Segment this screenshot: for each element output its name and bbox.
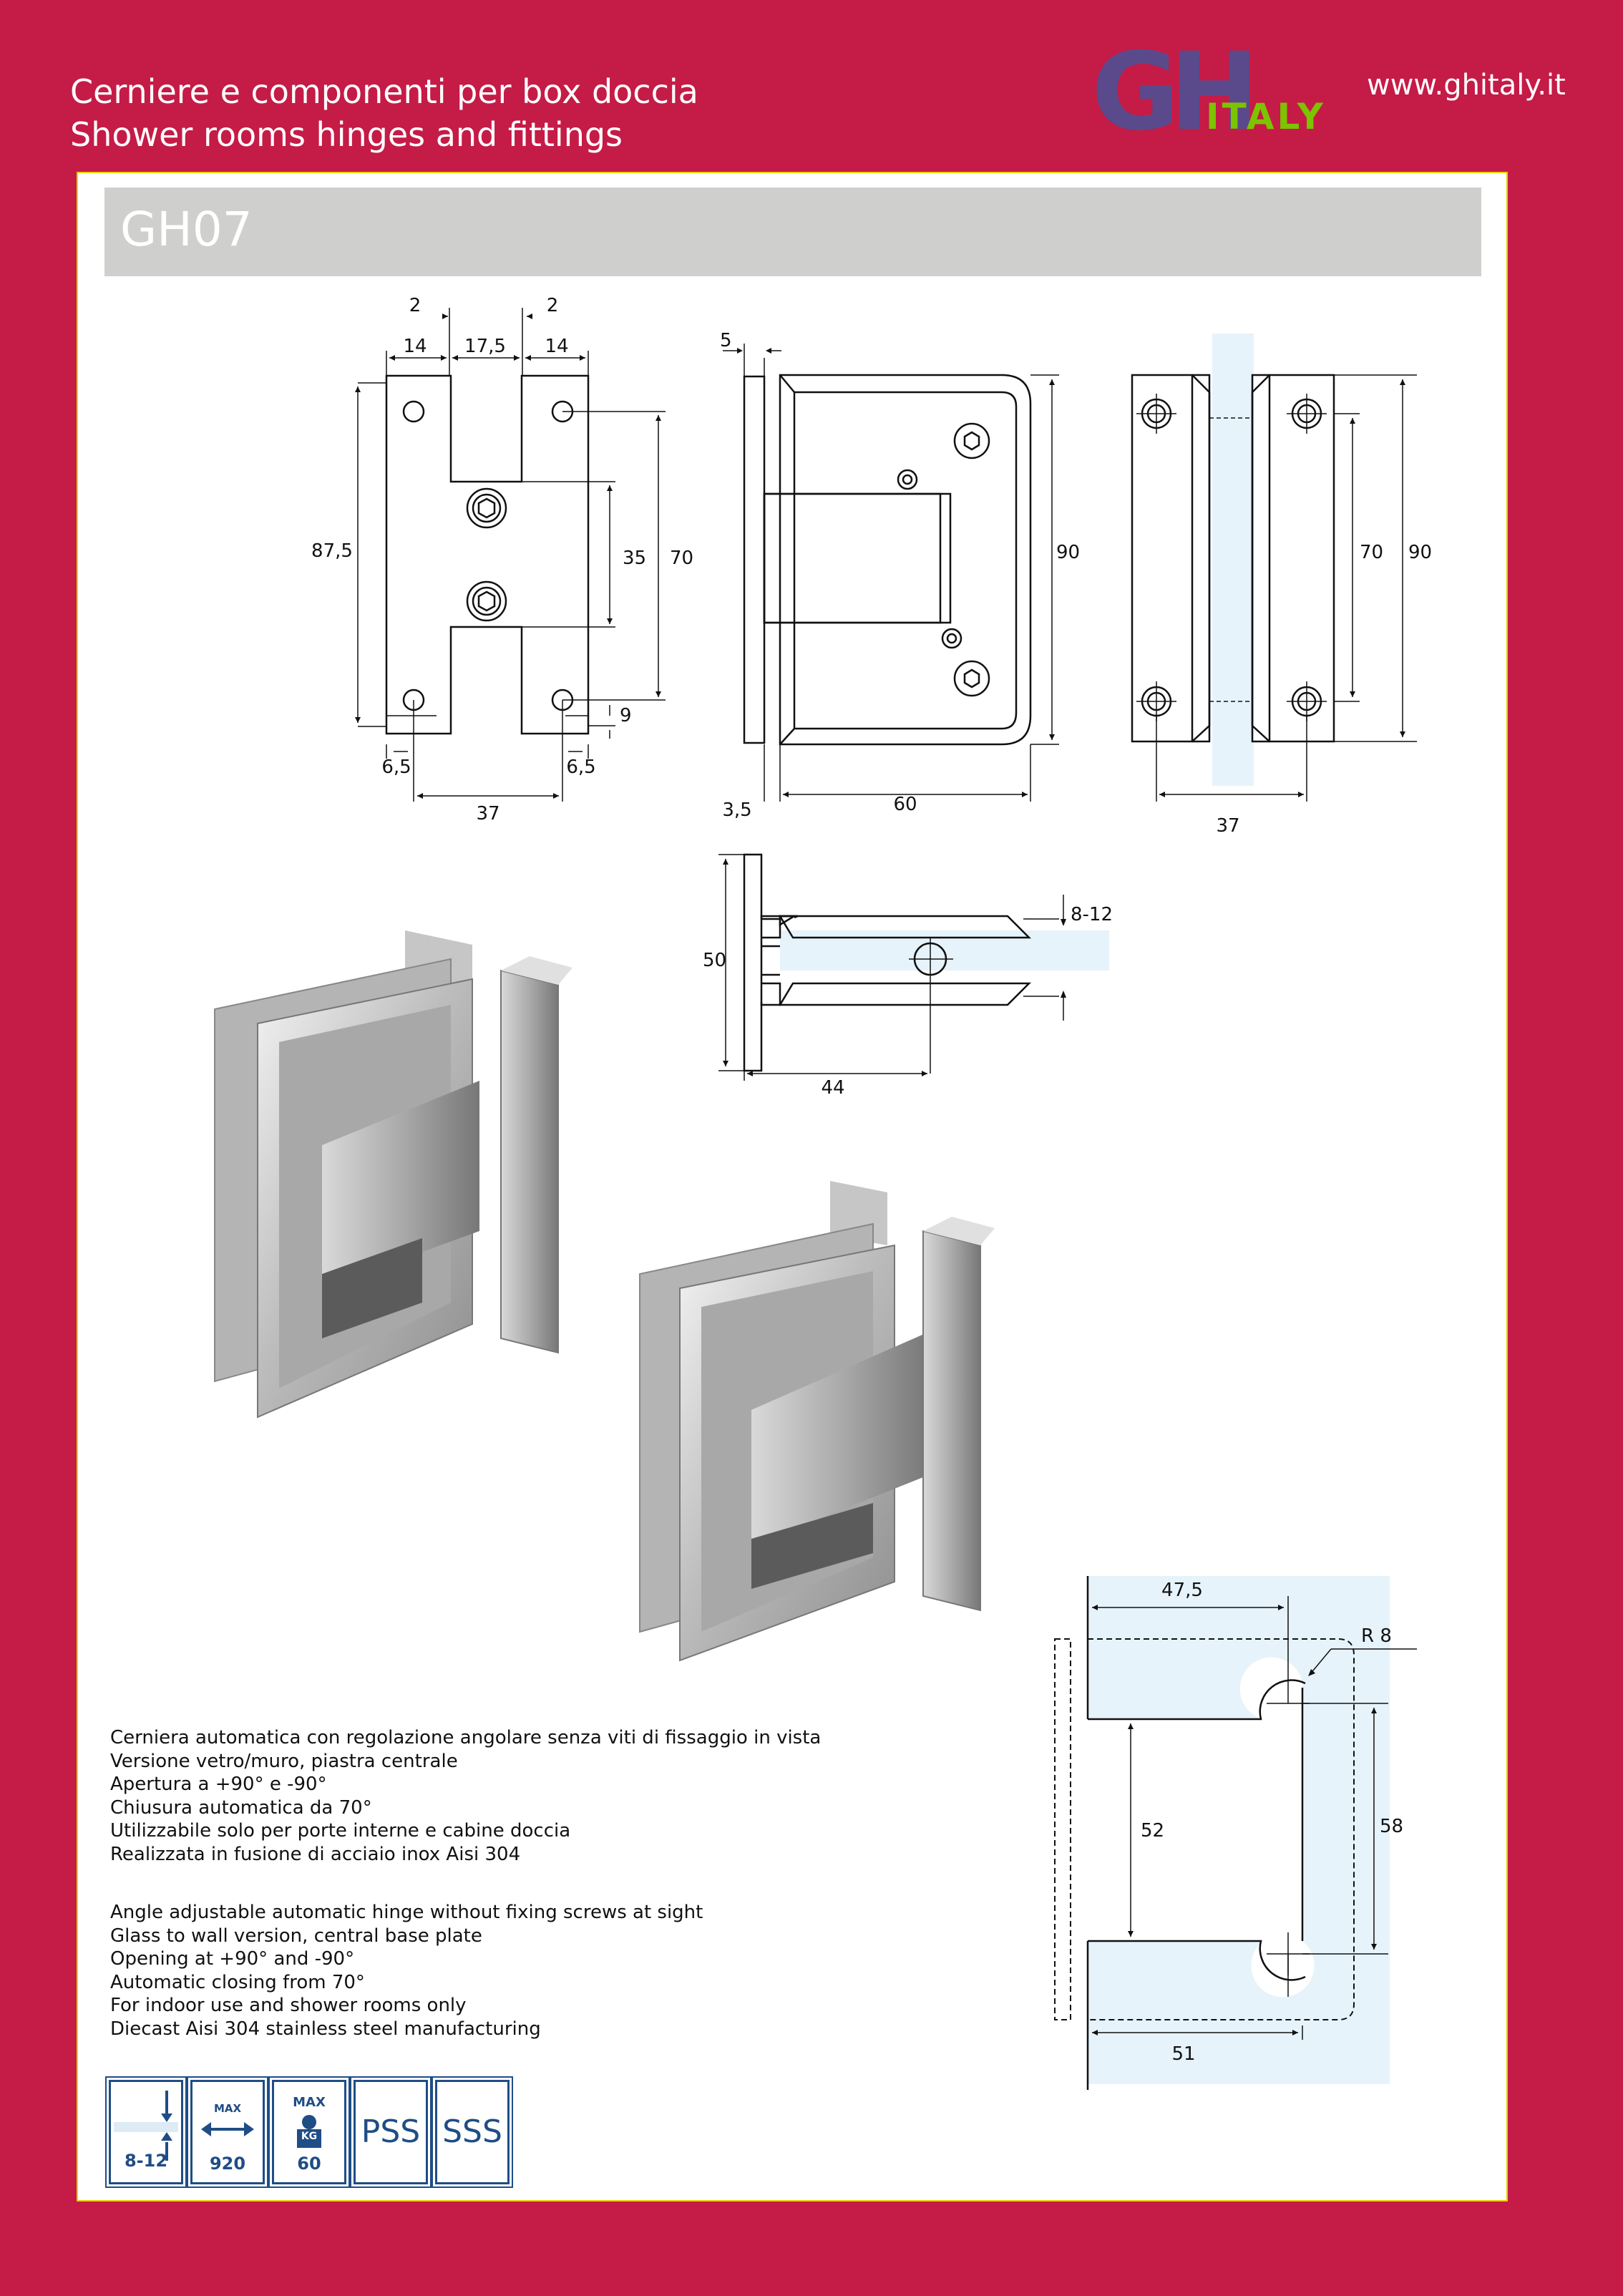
hinge-render-2 — [639, 1181, 995, 1662]
dim-58: 58 — [1380, 1816, 1403, 1837]
dim-87-5: 87,5 — [311, 540, 353, 562]
dim-2-right: 2 — [547, 295, 559, 316]
dim-6-5-left: 6,5 — [381, 757, 411, 778]
dim-52: 52 — [1141, 1820, 1164, 1842]
dim-9: 9 — [620, 705, 632, 726]
website-url[interactable]: www.ghitaly.it — [1367, 69, 1566, 102]
desc-it-line: Utilizzabile solo per porte interne e ca… — [110, 1820, 571, 1842]
desc-en-line: Angle adjustable automatic hinge without… — [110, 1902, 703, 1923]
dim-50: 50 — [703, 950, 726, 971]
dim-14-right: 14 — [545, 336, 568, 357]
dim-2-left: 2 — [409, 295, 421, 316]
desc-en-line: Opening at +90° and -90° — [110, 1948, 355, 1970]
desc-en-line: Glass to wall version, central base plat… — [110, 1925, 482, 1947]
dim-90: 90 — [1056, 542, 1080, 563]
product-code: GH07 — [120, 202, 253, 257]
badge-label: 60 — [297, 2154, 321, 2174]
badge-max-weight: MAX KG 60 — [268, 2076, 350, 2188]
badge-top: MAX — [213, 2102, 242, 2115]
description-english: Angle adjustable automatic hinge without… — [110, 1901, 703, 2040]
badge-glass-thickness: 8-12 — [105, 2076, 187, 2188]
finish-icon: PSS — [361, 2113, 421, 2150]
side-view-drawing: 5 90 3,5 60 — [720, 330, 1080, 821]
dim-17-5: 17,5 — [464, 336, 506, 357]
logo-main-text: GH — [1091, 42, 1249, 135]
badge-finish-pss: PSS — [350, 2076, 432, 2188]
glass-panel — [1212, 334, 1254, 786]
dim-5: 5 — [720, 330, 732, 351]
hinge-render-1 — [214, 930, 572, 1419]
badge-finish-sss: SSS — [432, 2076, 513, 2188]
header-title-it: Cerniere e componenti per box doccia — [70, 72, 698, 111]
product-code-bar: GH07 — [104, 188, 1481, 276]
header-title-en: Shower rooms hinges and fittings — [70, 115, 623, 154]
badge-label: 920 — [209, 2154, 246, 2174]
desc-it-line: Apertura a +90° e -90° — [110, 1774, 327, 1795]
front-view-drawing: 2 2 14 17,5 14 87,5 35 70 9 6,5 6,5 37 — [311, 295, 693, 824]
desc-en-line: Automatic closing from 70° — [110, 1971, 365, 1993]
dim-90-back: 90 — [1408, 542, 1432, 563]
dim-47-5: 47,5 — [1161, 1580, 1203, 1601]
desc-it-line: Versione vetro/muro, piastra centrale — [110, 1750, 458, 1772]
finish-icon: SSS — [442, 2113, 502, 2150]
logo-sub-text: ITALY — [1206, 96, 1326, 135]
gh-italy-logo: GH ITALY — [1091, 42, 1326, 135]
badge-mid: KG — [301, 2131, 318, 2142]
dim-70-back: 70 — [1360, 542, 1383, 563]
glass-cutout-drawing: 47,5 R 8 52 58 51 — [1054, 1576, 1417, 2090]
max-width-icon — [201, 2122, 254, 2136]
desc-en-line: Diecast Aisi 304 stainless steel manufac… — [110, 2018, 541, 2040]
dim-70: 70 — [670, 548, 693, 569]
dim-6-5-right: 6,5 — [566, 757, 595, 778]
desc-it-line: Cerniera automatica con regolazione ango… — [110, 1727, 822, 1748]
top-view-drawing: 8-12 50 44 — [703, 853, 1113, 1099]
dim-37: 37 — [476, 803, 499, 824]
dim-35: 35 — [623, 548, 646, 569]
desc-en-line: For indoor use and shower rooms only — [110, 1995, 467, 2016]
dim-44: 44 — [821, 1077, 844, 1099]
badge-max-width: MAX 920 — [187, 2076, 268, 2188]
dim-51: 51 — [1171, 2043, 1195, 2065]
badge-top: MAX — [293, 2095, 326, 2110]
dim-8-12: 8-12 — [1071, 904, 1113, 925]
dim-3-5: 3,5 — [722, 799, 751, 821]
desc-it-line: Chiusura automatica da 70° — [110, 1796, 372, 1819]
dim-37-back: 37 — [1216, 815, 1239, 837]
max-weight-icon — [297, 2115, 321, 2148]
back-view-drawing: 70 90 37 — [1131, 334, 1432, 837]
badge-label: 8-12 — [124, 2151, 168, 2171]
description-italian: Cerniera automatica con regolazione ango… — [110, 1726, 821, 1866]
dim-14-left: 14 — [403, 336, 427, 357]
glass-thickness-icon — [114, 2091, 178, 2161]
dim-r8: R 8 — [1361, 1625, 1392, 1647]
desc-it-line: Realizzata in fusione di acciaio inox Ai… — [110, 1843, 521, 1865]
dim-60: 60 — [893, 794, 917, 815]
